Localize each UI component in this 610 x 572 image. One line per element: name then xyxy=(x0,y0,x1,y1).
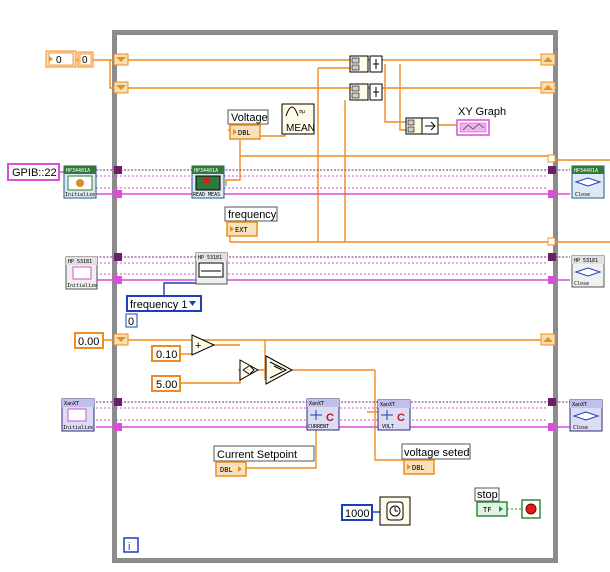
svg-text:Initialize: Initialize xyxy=(63,425,93,431)
svg-text:i: i xyxy=(128,541,130,553)
svg-text:Close: Close xyxy=(574,281,589,287)
chevron-down-icon[interactable] xyxy=(189,301,196,306)
svg-text:Initialize: Initialize xyxy=(67,283,97,289)
hp53181-read-vi[interactable]: HP 53181 xyxy=(195,252,228,285)
svg-text:CURRENT: CURRENT xyxy=(308,424,329,430)
svg-text:XanXT: XanXT xyxy=(309,401,324,407)
svg-text:1000: 1000 xyxy=(345,508,369,520)
tunnel-orange-1 xyxy=(547,154,556,163)
build-array-2[interactable] xyxy=(349,83,383,101)
svg-text:EXT: EXT xyxy=(235,226,248,234)
while-loop-frame[interactable] xyxy=(112,30,558,563)
current-setpoint-label: Current Setpoint xyxy=(217,449,297,461)
hp53181-close-vi[interactable]: HP 53181 Close xyxy=(571,255,605,288)
svg-text:HP 53181: HP 53181 xyxy=(574,258,598,264)
svg-text:C: C xyxy=(326,412,334,424)
shift-register-right-3 xyxy=(540,333,556,346)
stop-button-terminal[interactable]: TF xyxy=(476,501,508,517)
svg-text:TF: TF xyxy=(483,506,491,514)
svg-text:0.10: 0.10 xyxy=(156,349,177,361)
xant-close-vi[interactable]: XanXT Close xyxy=(569,399,603,432)
svg-text:Close: Close xyxy=(575,192,590,198)
step-constant[interactable]: 0.10 xyxy=(151,345,181,362)
hp53181-initialize-vi[interactable]: HP 53181 Initialize xyxy=(65,256,98,290)
xy-graph-label: XY Graph xyxy=(458,106,506,118)
svg-text:HP 53181: HP 53181 xyxy=(68,259,92,265)
svg-text:HP34401A: HP34401A xyxy=(574,168,598,174)
hp34401a-initialize-vi[interactable]: HP34401A Initialize xyxy=(63,165,97,199)
svg-text:0: 0 xyxy=(56,55,62,66)
wait-ms-constant[interactable]: 1000 xyxy=(341,504,373,521)
svg-text:XanXT: XanXT xyxy=(572,402,587,408)
frequency-indicator[interactable]: EXT xyxy=(226,221,258,237)
svg-text:GPIB::22: GPIB::22 xyxy=(12,167,57,179)
current-init-constant[interactable]: 0.00 xyxy=(74,332,104,349)
svg-text:DBL: DBL xyxy=(220,466,233,474)
loop-init-constant[interactable]: 0 xyxy=(45,50,77,68)
svg-text:5.00: 5.00 xyxy=(156,379,177,391)
xant-volt-vi[interactable]: XanXT C VOLT xyxy=(377,399,411,431)
svg-text:+: + xyxy=(195,340,201,352)
voltage-seted-indicator[interactable]: DBL xyxy=(403,459,435,475)
svg-text:frequency 1: frequency 1 xyxy=(130,299,187,311)
xant-initialize-vi[interactable]: XanXT Initialize xyxy=(61,398,95,432)
svg-text:XanXT: XanXT xyxy=(64,401,79,407)
hp34401a-read-vi[interactable]: HP34401A READ MEAS xyxy=(191,165,225,199)
select-function[interactable] xyxy=(265,355,294,385)
frequency-index-indicator: 0 xyxy=(125,313,138,328)
svg-text:HP34401A: HP34401A xyxy=(66,168,90,174)
voltage-indicator[interactable]: DBL xyxy=(229,124,261,140)
svg-text:DBL: DBL xyxy=(238,129,251,137)
hp34401a-close-vi[interactable]: HP34401A Close xyxy=(571,165,605,199)
shift-register-right-2 xyxy=(540,81,556,94)
current-setpoint-control[interactable]: DBL xyxy=(215,461,247,477)
svg-text:0: 0 xyxy=(128,316,134,328)
shift-register-right-1 xyxy=(540,53,556,66)
svg-text:DBL: DBL xyxy=(412,464,425,472)
gpib-address-constant[interactable]: GPIB::22 xyxy=(7,163,60,181)
add-function[interactable]: + xyxy=(191,334,216,356)
tunnel-orange-2 xyxy=(547,237,556,246)
loop-condition-terminal[interactable] xyxy=(521,499,541,519)
svg-text:XanXT: XanXT xyxy=(380,402,395,408)
in-range-coerce[interactable] xyxy=(239,359,260,381)
svg-text:C: C xyxy=(397,412,405,424)
svg-text:READ MEAS: READ MEAS xyxy=(193,192,220,198)
wait-ms-timer[interactable] xyxy=(379,496,411,526)
voltage-label: Voltage xyxy=(231,112,268,124)
frequency-select-ring[interactable]: frequency 1 xyxy=(126,295,202,312)
bundle-xy-node[interactable] xyxy=(405,117,439,135)
shift-register-left-1 xyxy=(113,53,129,66)
xy-graph-terminal[interactable] xyxy=(456,119,490,136)
svg-text:HP34401A: HP34401A xyxy=(194,168,218,174)
svg-text:VOLT: VOLT xyxy=(382,424,394,430)
voltage-seted-label: voltage seted xyxy=(404,447,469,459)
svg-text:Close: Close xyxy=(573,425,588,431)
mean-label: MEAN xyxy=(286,123,315,134)
mean-function[interactable]: σμ xyxy=(281,103,315,135)
xant-current-vi[interactable]: XanXT C CURRENT xyxy=(306,398,340,431)
svg-text:0.00: 0.00 xyxy=(78,336,99,348)
shift-register-left-2 xyxy=(113,81,129,94)
frequency-label: frequency xyxy=(228,209,277,221)
loop-init-indicator: 0 xyxy=(77,51,94,68)
svg-text:0: 0 xyxy=(82,55,88,66)
stop-label: stop xyxy=(477,489,498,501)
shift-register-left-3 xyxy=(113,333,129,346)
svg-text:σμ: σμ xyxy=(299,109,305,115)
build-array-1[interactable] xyxy=(349,55,383,73)
iteration-terminal: i xyxy=(123,537,139,553)
svg-text:HP 53181: HP 53181 xyxy=(198,255,222,261)
svg-text:Initialize: Initialize xyxy=(65,192,95,198)
limit-constant[interactable]: 5.00 xyxy=(151,375,181,392)
